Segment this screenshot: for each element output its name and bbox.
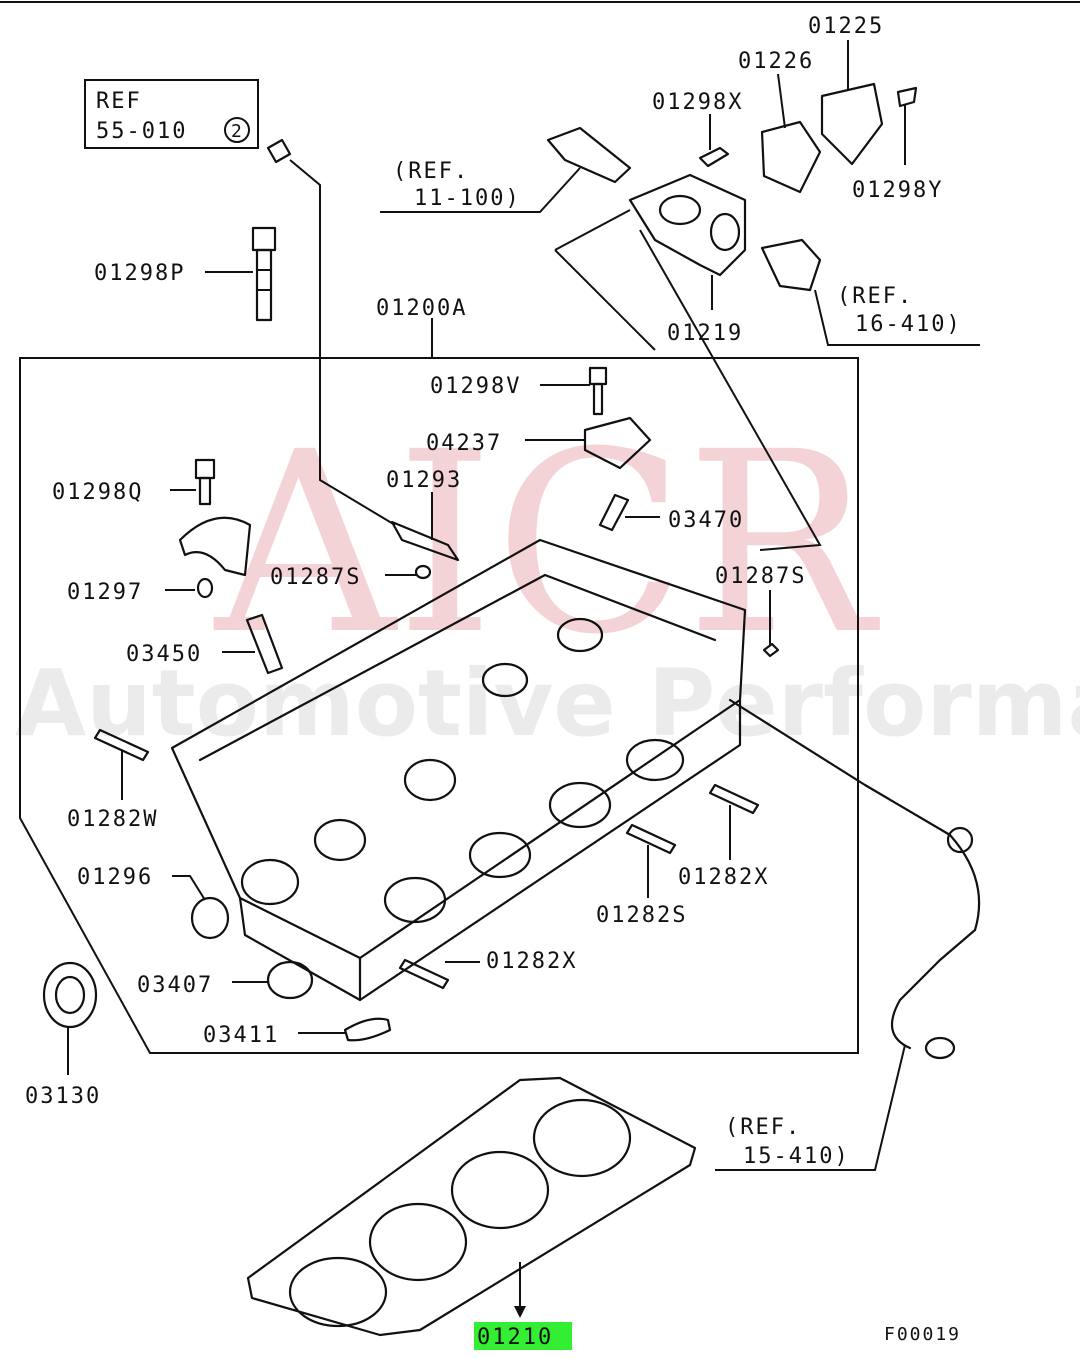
label-03130[interactable]: 03130 [25,1084,101,1109]
plug-03470-icon [598,493,630,532]
leader-housing-b [554,249,656,351]
leader-ref-11-100 [380,167,581,213]
label-01282X-bottom[interactable]: 01282X [486,949,577,974]
cover-01225-icon [820,82,884,166]
stud-01282S-icon [625,823,677,855]
circled-number-badge [224,117,250,143]
label-01298Q[interactable]: 01298Q [52,480,143,505]
leader-01296 [172,875,206,901]
bolt-01298V-icon [588,366,608,416]
bolt-01298Y-icon [896,86,918,108]
bolt-01298-top-icon [266,138,292,164]
head-gasket-01210-icon[interactable] [246,1076,697,1337]
hose-ref-15-410-icon [728,698,981,1050]
dowel-01297-icon [196,577,214,599]
stud-01282W-icon [93,728,150,762]
gasket-01226-icon [760,120,822,194]
bolt-01298X-icon [698,146,730,168]
stud-01282X-right-icon [708,783,760,815]
figure-code: F00019 [884,1324,961,1345]
stud-01282X-bottom-icon [398,958,450,990]
seal-03407-icon [266,960,314,1000]
highlight-01210 [474,1322,572,1350]
label-04237[interactable]: 04237 [426,431,502,456]
cam-cap-04237-icon [583,416,652,470]
guide-01293-icon [390,520,460,562]
leader-housing-a [554,209,631,251]
label-01298Y[interactable]: 01298Y [852,178,943,203]
label-01200A[interactable]: 01200A [376,296,467,321]
thermostat-housing-01219-icon [628,173,747,277]
thermo-switch-icon [760,238,822,292]
seal-03130-icon [42,961,98,1029]
label-01287S-left[interactable]: 01287S [270,565,361,590]
leader-01226 [777,73,786,129]
seal-01296-icon [190,896,230,940]
label-01282S[interactable]: 01282S [596,903,687,928]
sleeve-03450-icon [245,613,284,675]
label-01297[interactable]: 01297 [67,580,143,605]
label-ref-15-410-a[interactable]: (REF. [725,1115,801,1140]
label-01293[interactable]: 01293 [386,468,462,493]
label-03450[interactable]: 03450 [126,642,202,667]
bolt-01298Q-icon [194,458,216,506]
label-01296[interactable]: 01296 [77,865,153,890]
plug-01287S-right-icon [762,642,780,658]
label-01225[interactable]: 01225 [808,14,884,39]
plug-03411-icon [343,1017,392,1042]
label-01210[interactable]: 01210 [477,1325,553,1350]
assembly-box [19,357,859,1054]
reference-box-line1: REF [96,89,142,114]
label-01282W[interactable]: 01282W [67,807,158,832]
leader-ref-16-410 [814,289,980,346]
label-03407[interactable]: 03407 [137,973,213,998]
hose-ref-11-100-icon [546,126,632,184]
label-ref-16-410-a[interactable]: (REF. [837,284,913,309]
cam-cap-01297-icon [178,516,252,577]
label-01282X-right[interactable]: 01282X [678,865,769,890]
seal-03130-inner-icon [54,975,86,1015]
cylinder-head-01200A-icon [170,538,747,1002]
label-01287S-right[interactable]: 01287S [715,564,806,589]
label-01298P[interactable]: 01298P [94,261,185,286]
arrow-01210-icon [514,1306,526,1318]
leader-ref-55-010 [289,159,396,526]
label-03411[interactable]: 03411 [203,1023,279,1048]
label-ref-11-100-b[interactable]: 11-100) [414,186,521,211]
label-03470[interactable]: 03470 [668,508,744,533]
label-ref-15-410-b[interactable]: 15-410) [743,1144,850,1169]
plug-01287S-left-icon [414,564,432,580]
reference-box[interactable]: REF 55-010 2 [84,79,259,149]
reference-box-line2: 55-010 [96,119,187,144]
label-01298X[interactable]: 01298X [652,90,743,115]
leader-housing-c [639,229,822,551]
watermark-sub: Automotive Performance [15,650,1080,757]
watermark-main: AICR [213,398,881,689]
label-ref-16-410-b[interactable]: 16-410) [855,312,962,337]
circled-number: 2 [231,121,244,142]
bolt-01298P-icon [251,226,277,322]
leader-ref-15-410 [715,1044,906,1171]
label-01298V[interactable]: 01298V [430,374,521,399]
hose-clamp-upper-icon [946,826,974,854]
label-01226[interactable]: 01226 [738,49,814,74]
label-ref-11-100-a[interactable]: (REF. [393,159,469,184]
label-01219[interactable]: 01219 [667,321,743,346]
hose-clamp-lower-icon [924,1036,956,1060]
